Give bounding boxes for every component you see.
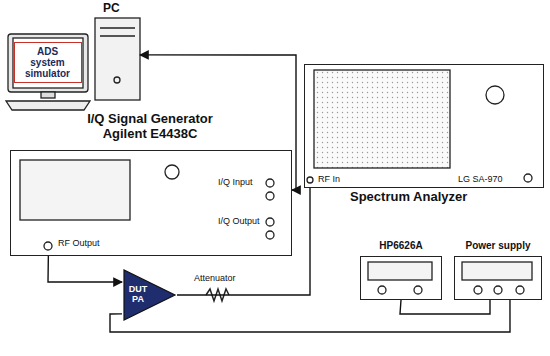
equipment-housing [454,256,542,300]
supply-terminal [414,286,422,294]
supply-display [462,262,532,280]
supply-terminal [474,286,482,294]
node-text: Spectrum Analyzer [350,190,467,205]
monitor [8,34,88,92]
signal-generator: I/Q Signal Generator Agilent E4438C I/Q I… [8,112,292,258]
signal-line [48,256,122,282]
iq-input-connector [266,192,274,200]
computer: PC ADS system simulator [5,2,150,112]
pc-tower [95,18,140,100]
drive-bay [100,35,135,36]
node-text: ADS system simulator [14,42,82,83]
power-button [114,77,120,83]
keyboard [6,101,90,110]
node-text: HP6626A [358,240,444,252]
equipment-housing [304,64,544,188]
node-text: RF Output [58,238,100,248]
drive-bay [100,27,135,28]
node-text: I/Q Signal Generator Agilent E4438C [65,112,235,142]
analyzer-screen [314,70,450,168]
node-text: PC [103,2,120,16]
analyzer-button [524,174,532,182]
amplifier-triangle [124,270,175,320]
iq-output-connector [266,231,274,239]
supply-terminal [378,286,386,294]
software-window: ADS system simulator [14,42,82,83]
equipment-housing [360,256,442,300]
rf-output-connector [44,242,52,250]
rf-in-connector [307,177,313,183]
generator-display [20,160,130,220]
node-text: LG SA-970 [458,174,503,184]
supply-terminal [516,286,524,294]
signal-line [177,188,310,295]
node-text: I/Q Input [218,177,253,187]
equipment-housing [10,150,292,256]
monitor-stand [41,92,55,98]
node-text: DUT PA [127,284,149,305]
node-text: I/Q Output [218,216,260,226]
node-text: RF In [318,174,340,184]
node-text: Power supply [452,240,544,252]
supply-terminal [494,286,502,294]
signal-line [400,300,490,314]
amplifier-outline [122,268,177,322]
supply-display [368,262,432,280]
monitor-screen [13,38,83,88]
dc-supply: HP6626A [358,240,444,302]
spectrum-analyzer: RF In LG SA-970Spectrum Analyzer [302,62,548,210]
signal-line [110,300,510,332]
generator-knob [165,165,179,179]
iq-input-connector [266,179,274,187]
amplifier-triangle: DUT PA [122,268,177,322]
component-label: Attenuator [194,273,236,283]
power-supply: Power supply [452,240,544,302]
analyzer-knob [486,86,504,104]
iq-output-connector [266,218,274,226]
